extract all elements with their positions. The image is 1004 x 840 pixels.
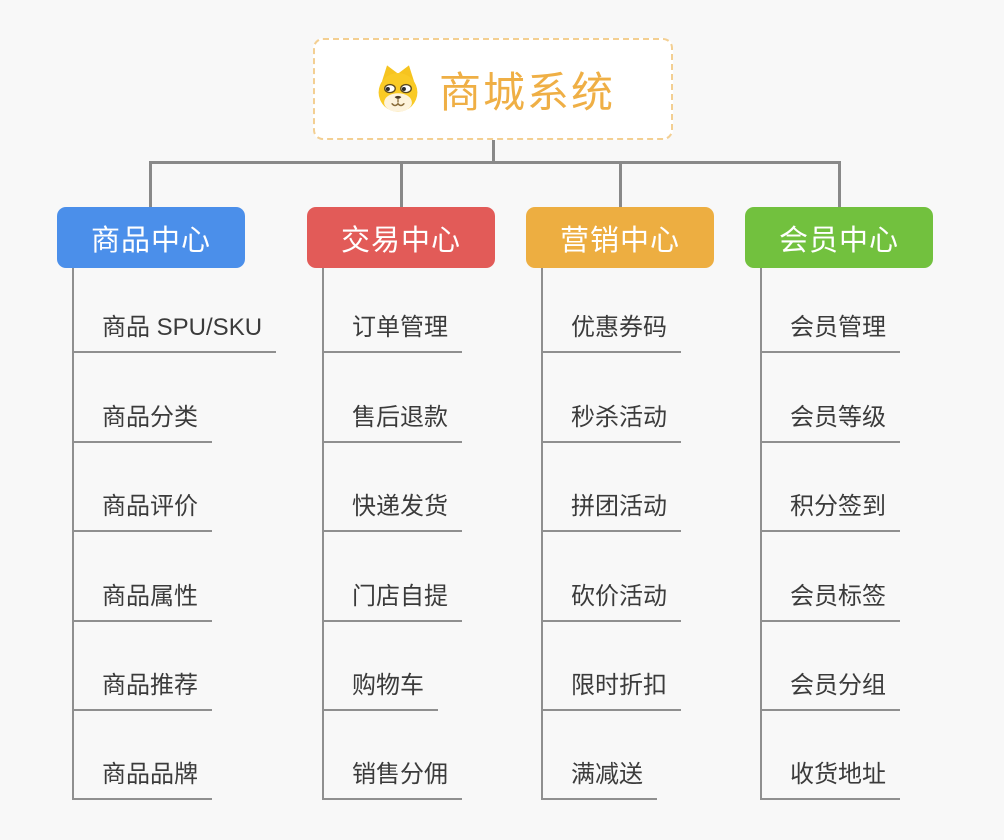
trunk-line-trade-center (322, 268, 324, 800)
connector-bus (149, 161, 840, 164)
leaf-node-member-management[interactable]: 会员管理 (760, 311, 900, 353)
leaf-node-shipping-address[interactable]: 收货地址 (760, 758, 900, 800)
leaf-node-aftersale-refund[interactable]: 售后退款 (322, 401, 462, 443)
leaf-node-product-attribute[interactable]: 商品属性 (72, 580, 212, 622)
trunk-line-member-center (760, 268, 762, 800)
leaf-node-spend-and-save[interactable]: 满减送 (541, 758, 657, 800)
branch-node-member-center[interactable]: 会员中心 (745, 207, 933, 268)
leaf-node-product-category[interactable]: 商品分类 (72, 401, 212, 443)
connector-root-stem (492, 140, 495, 164)
leaf-node-order-management[interactable]: 订单管理 (322, 311, 462, 353)
leaf-node-member-groups[interactable]: 会员分组 (760, 669, 900, 711)
leaf-node-group-buy[interactable]: 拼团活动 (541, 490, 681, 532)
dog-face-icon (378, 65, 418, 112)
leaf-node-points-checkin[interactable]: 积分签到 (760, 490, 900, 532)
leaf-node-member-level[interactable]: 会员等级 (760, 401, 900, 443)
connector-drop-trade (400, 161, 403, 208)
connector-drop-members (838, 161, 841, 208)
leaf-node-product-recommend[interactable]: 商品推荐 (72, 669, 212, 711)
leaf-node-limited-time-discount[interactable]: 限时折扣 (541, 669, 681, 711)
leaf-node-flash-sale[interactable]: 秒杀活动 (541, 401, 681, 443)
connector-drop-marketing (619, 161, 622, 208)
branch-node-trade-center[interactable]: 交易中心 (307, 207, 495, 268)
leaf-node-express-shipping[interactable]: 快递发货 (322, 490, 462, 532)
root-title: 商城系统 (438, 68, 615, 116)
trunk-line-product-center (72, 268, 74, 800)
leaf-node-product-brand[interactable]: 商品品牌 (72, 758, 212, 800)
trunk-line-marketing-center (541, 268, 543, 800)
leaf-node-product-review[interactable]: 商品评价 (72, 490, 212, 532)
branch-node-marketing-center[interactable]: 营销中心 (526, 207, 714, 268)
leaf-node-coupon-code[interactable]: 优惠券码 (541, 311, 681, 353)
leaf-node-sales-commission[interactable]: 销售分佣 (322, 758, 462, 800)
root-node-mall-system[interactable]: 商城系统 (313, 38, 673, 140)
leaf-node-member-tags[interactable]: 会员标签 (760, 580, 900, 622)
leaf-node-bargain-activity[interactable]: 砍价活动 (541, 580, 681, 622)
leaf-node-product-spu-sku[interactable]: 商品 SPU/SKU (72, 311, 277, 353)
leaf-node-store-pickup[interactable]: 门店自提 (322, 580, 462, 622)
leaf-node-shopping-cart[interactable]: 购物车 (322, 669, 438, 711)
connector-drop-products (149, 161, 152, 208)
branch-node-product-center[interactable]: 商品中心 (57, 207, 245, 268)
